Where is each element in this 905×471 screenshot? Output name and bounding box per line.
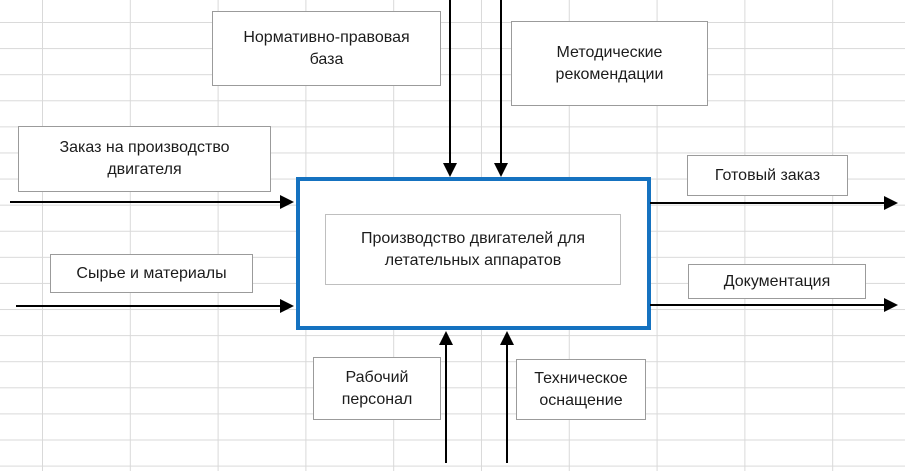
arrow-raw-materials-line [16,305,282,307]
arrow-right-icon [280,195,294,209]
mechanism-box-staff[interactable]: Рабочий персонал [313,357,441,420]
control-box-method-recommendations[interactable]: Методические рекомендации [511,21,708,106]
output-box-documentation-label: Документация [723,272,831,290]
output-box-finished-order-label: Готовый заказ [714,166,821,184]
process-inner-box[interactable]: Производство двигателей для летательных … [325,214,621,285]
control-box-normative-base[interactable]: Нормативно-правовая база [212,11,441,86]
input-box-raw-materials-label: Сырье и материалы [76,264,227,282]
arrow-down-icon [494,163,508,177]
arrow-up-icon [500,331,514,345]
output-box-documentation[interactable]: Документация [688,264,866,299]
arrow-documentation-line [650,304,884,306]
arrow-right-icon [884,196,898,210]
process-label: Производство двигателей для летательных … [360,229,586,269]
arrow-normative-base-line [449,0,451,164]
arrow-right-icon [280,299,294,313]
arrow-staff-line [445,345,447,463]
input-box-raw-materials[interactable]: Сырье и материалы [50,254,253,293]
output-box-finished-order[interactable]: Готовый заказ [687,155,848,196]
control-box-normative-base-label: Нормативно-правовая база [243,28,410,68]
mechanism-box-equipment[interactable]: Техническое оснащение [516,359,646,420]
control-box-method-recommendations-label: Методические рекомендации [555,43,664,83]
arrow-down-icon [443,163,457,177]
mechanism-box-staff-label: Рабочий персонал [341,368,413,408]
arrow-equipment-line [506,345,508,463]
input-box-engine-order-label: Заказ на производство двигателя [59,139,230,178]
input-box-engine-order[interactable]: Заказ на производство двигателя [18,126,271,192]
arrow-right-icon [884,298,898,312]
mechanism-box-equipment-label: Техническое оснащение [534,369,628,409]
arrow-up-icon [439,331,453,345]
arrow-method-recommendations-line [500,0,502,164]
arrow-finished-order-line [650,202,884,204]
arrow-engine-order-line [10,201,282,203]
